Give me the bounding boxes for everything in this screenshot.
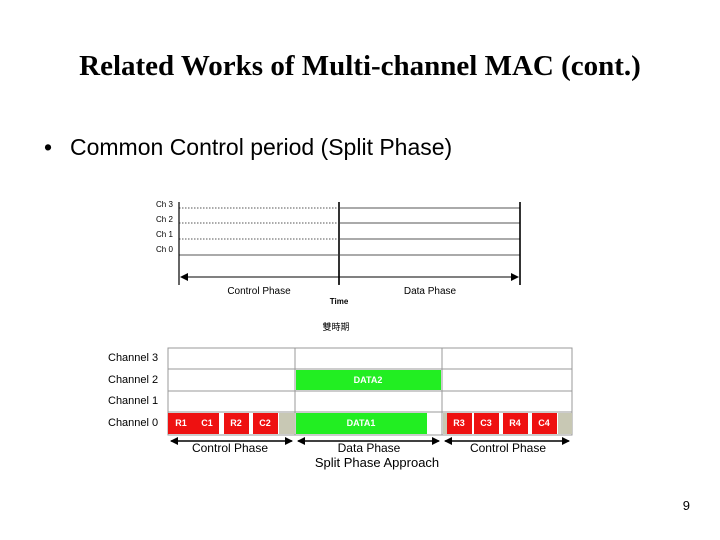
bottom-grid-lines [168,348,572,435]
control-block-r3-label: R3 [453,418,465,428]
data-block-data2-label: DATA2 [354,375,383,385]
control-block-r3 [447,413,472,434]
data-block-data1 [296,413,427,434]
control-phase-1-blocks: R1 C1 R2 C2 [168,413,295,434]
top-channel-label-2: Ch 2 [156,215,173,224]
page-number: 9 [682,498,690,513]
bottom-channel-label-3: Channel 3 [108,352,158,364]
top-time-label: Time [330,297,349,306]
control-block-c3-label: C3 [480,418,492,428]
top-data-phase-label: Data Phase [404,286,457,297]
control-block-c2-label: C2 [259,418,271,428]
top-channel-label-0: Ch 0 [156,245,173,254]
top-channel-label-3: Ch 3 [156,200,173,209]
top-diagram-caption: 雙時期 [322,321,349,333]
top-channel-lines [179,207,520,256]
control-block-r4-label: R4 [509,418,521,428]
data-block-data2 [296,370,441,390]
control-block-r1-label: R1 [175,418,187,428]
top-timing-diagram: Ch 3 Ch 2 Ch 1 Ch 0 Control Phase Data P… [156,200,521,333]
top-control-phase-label: Control Phase [227,286,291,297]
control-block-c4 [532,413,557,434]
control-block-c3 [474,413,499,434]
bottom-channel-label-2: Channel 2 [108,374,158,386]
control-block-c4-label: C4 [538,418,550,428]
control-block-c1 [195,413,219,434]
top-channel-labels: Ch 3 Ch 2 Ch 1 Ch 0 [156,200,173,254]
control-block-r2 [224,413,249,434]
data-phase-blocks: DATA2 DATA1 [296,370,441,434]
bottom-channel-label-1: Channel 1 [108,395,158,407]
bullet-item: • Common Control period (Split Phase) [44,134,452,161]
control-phase-2-blocks: R3 C3 R4 C4 [443,413,572,434]
control-block-c2 [253,413,278,434]
bottom-data-phase-label: Data Phase [338,441,401,455]
bottom-diagram-caption: Split Phase Approach [315,455,439,470]
bottom-control-phase-2-label: Control Phase [470,441,546,455]
data-block-data1-label: DATA1 [347,418,376,428]
idle-block-3 [558,413,572,434]
idle-block-2 [443,413,447,434]
idle-block-1 [279,413,295,434]
bottom-control-phase-1-label: Control Phase [192,441,268,455]
control-block-r1 [168,413,195,434]
top-channel-label-1: Ch 1 [156,230,173,239]
control-block-r4 [503,413,528,434]
control-block-c1-label: C1 [201,418,213,428]
bottom-channel-labels: Channel 3 Channel 2 Channel 1 Channel 0 [108,352,158,429]
bottom-split-phase-diagram: Channel 3 Channel 2 Channel 1 Channel 0 … [108,347,573,470]
bullet-text: Common Control period (Split Phase) [70,134,453,160]
slide-title: Related Works of Multi-channel MAC (cont… [79,50,641,82]
bottom-channel-label-0: Channel 0 [108,417,158,429]
control-block-r2-label: R2 [230,418,242,428]
bullet-dot: • [44,134,53,160]
